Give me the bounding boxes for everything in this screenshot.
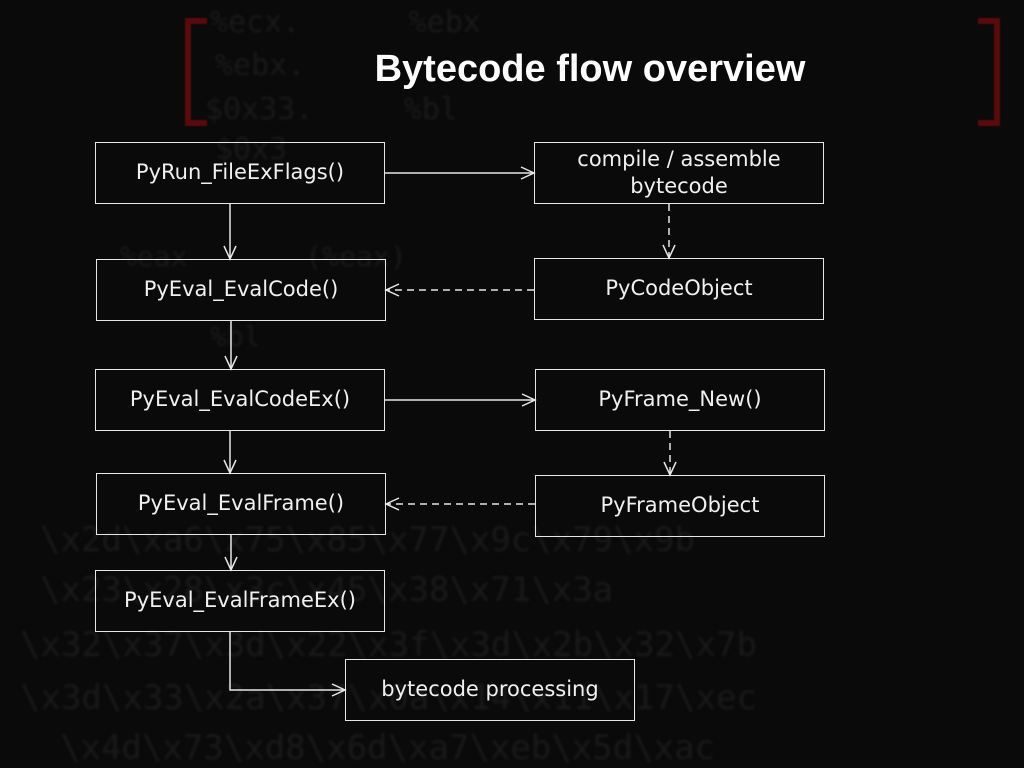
pycodeobject-node: PyCodeObject [534,258,824,320]
pyframeobject-node: PyFrameObject [535,475,825,537]
pyframe-new-node: PyFrame_New() [535,369,825,431]
edge-evalframeex-to-processing [229,632,347,697]
pyeval-evalcode-node: PyEval_EvalCode() [96,259,386,321]
slide-title: Bytecode flow overview [374,48,806,90]
pyrun-fileexflags-node: PyRun_FileExFlags() [95,142,385,204]
right-bracket-decoration [978,18,1000,126]
pyeval-evalframeex-node: PyEval_EvalFrameEx() [95,570,385,632]
left-bracket-decoration [185,18,207,126]
pyeval-evalframe-node: PyEval_EvalFrame() [96,473,386,535]
pyeval-evalcodeex-node: PyEval_EvalCodeEx() [95,369,385,431]
bytecode-processing-node: bytecode processing [345,659,635,721]
compile-assemble-bytecode-node: compile / assemble bytecode [534,142,824,204]
